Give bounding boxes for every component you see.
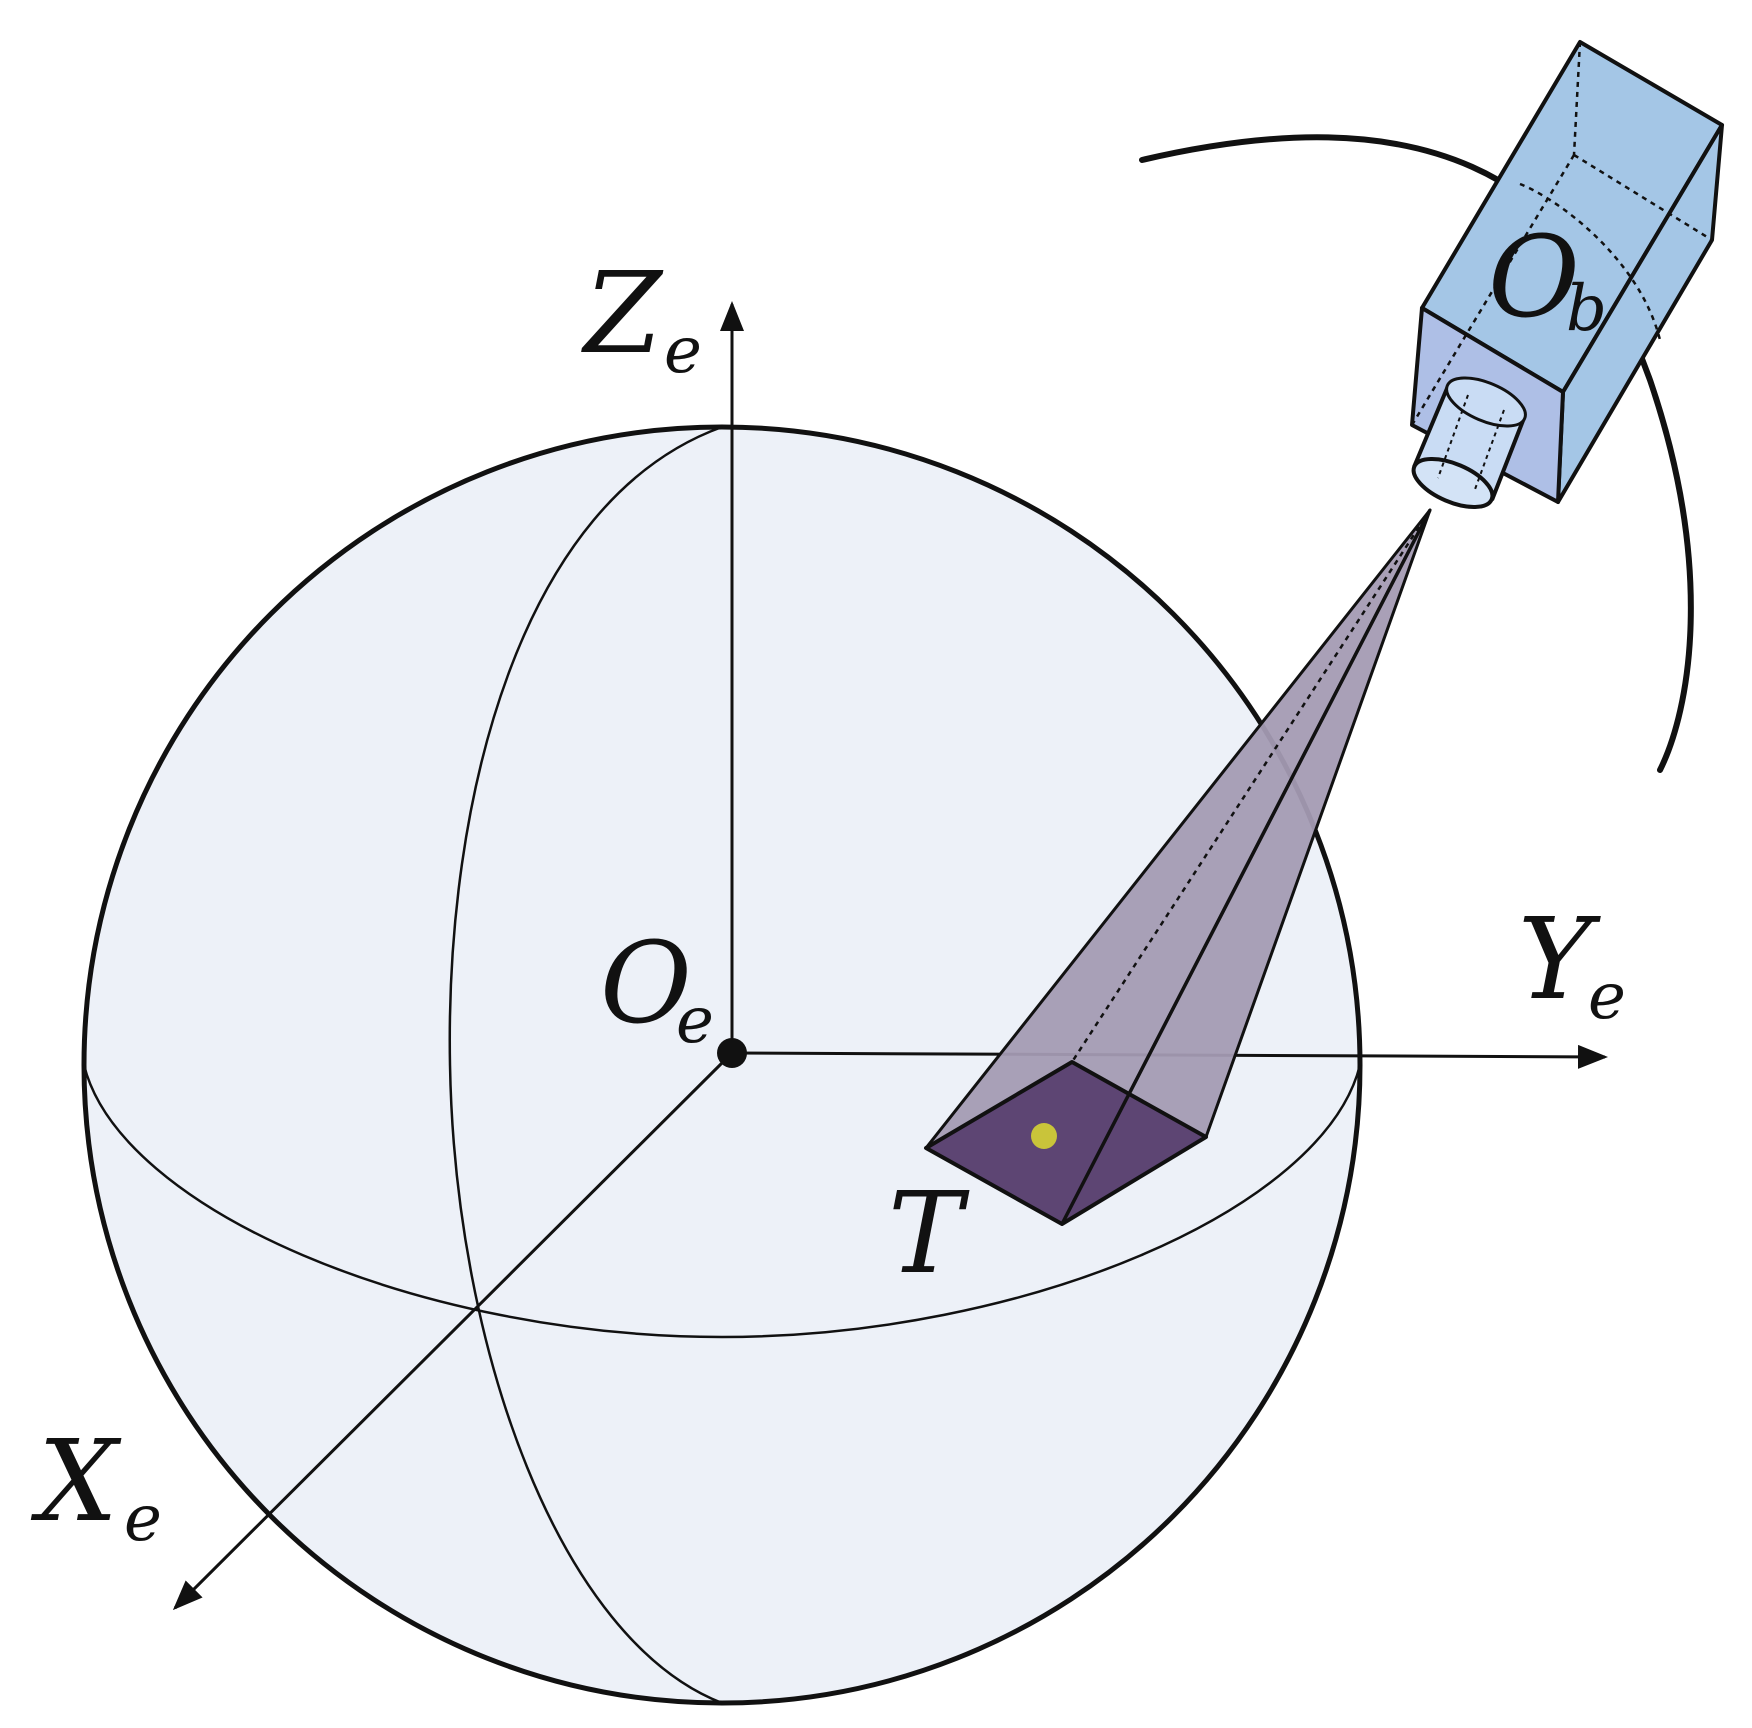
- footprint-hidden-edge-left: [925, 1060, 1073, 1150]
- satellite: [1410, 40, 1724, 509]
- label-x-sub: e: [124, 1482, 162, 1556]
- label-z-main: Z: [581, 249, 664, 379]
- label-oe-main: O: [600, 919, 692, 1049]
- label-oe-sub: e: [676, 984, 714, 1058]
- x-axis-line: [172, 1051, 734, 1611]
- label-z-axis: Z e: [581, 249, 702, 388]
- label-x-axis: X e: [30, 1417, 162, 1556]
- label-ob-sub: b: [1566, 272, 1607, 346]
- label-y-axis: Y e: [1518, 895, 1626, 1034]
- equator-line: [82, 1064, 1362, 1339]
- label-x-main: X: [30, 1417, 122, 1547]
- label-y-sub: e: [1588, 960, 1626, 1034]
- label-target: T: [888, 1169, 970, 1299]
- lens-back-rim: [1445, 376, 1527, 428]
- label-z-sub: e: [664, 314, 702, 388]
- meridian-line: [448, 425, 723, 1705]
- camera-lens: [1411, 376, 1527, 509]
- target-point: [1031, 1123, 1057, 1149]
- label-ob-main: O: [1488, 213, 1580, 343]
- coordinate-axes: [172, 301, 1608, 1611]
- lens-front-rim: [1411, 457, 1495, 509]
- label-y-main: Y: [1518, 895, 1601, 1025]
- sensor-beam: [924, 508, 1432, 1226]
- label-satellite-origin: O b: [1488, 213, 1607, 346]
- satellite-hidden-edges: [1410, 41, 1713, 426]
- label-earth-origin: O e: [600, 919, 714, 1058]
- beam-front-edge: [1060, 509, 1432, 1225]
- earth-origin-point: [717, 1038, 747, 1068]
